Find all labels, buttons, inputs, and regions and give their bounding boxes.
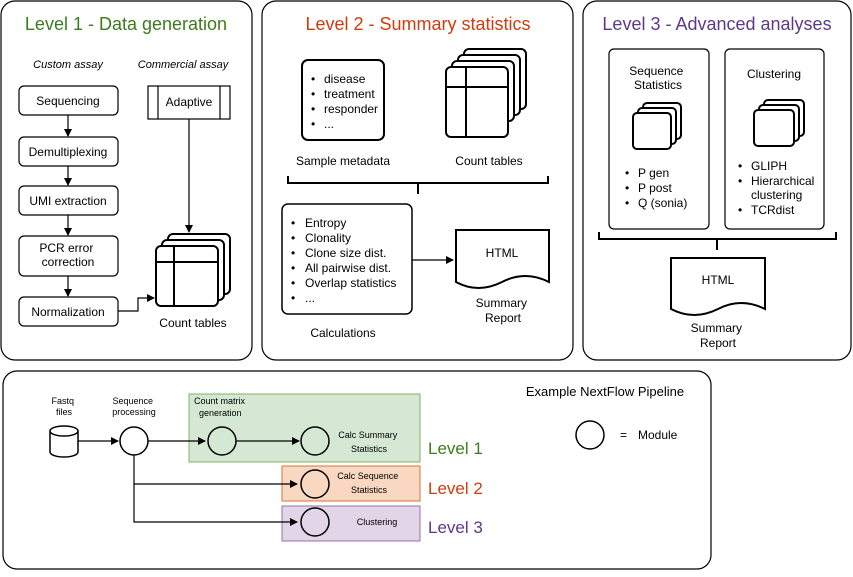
custom-assay-label: Custom assay xyxy=(33,59,104,71)
step-sequencing: Sequencing xyxy=(36,94,99,108)
calc-item: All pairwise dist. xyxy=(305,261,391,275)
svg-text:•: • xyxy=(311,117,315,131)
level3-title: Level 3 - Advanced analyses xyxy=(602,14,831,34)
level2-count-tables-icon xyxy=(445,48,527,138)
calculations-label: Calculations xyxy=(310,326,375,340)
seq-stats-list: • P gen • P post • Q (sonia) xyxy=(625,166,687,210)
legend-equals: = xyxy=(620,428,627,442)
clustering-list: • GLIPH • Hierarchical clustering • TCRd… xyxy=(738,159,818,217)
metadata-label: Sample metadata xyxy=(296,154,390,168)
pipeline-level3-label: Level 3 xyxy=(428,518,483,537)
seq-stats-item: P gen xyxy=(638,166,669,180)
step-pcr-error: PCR error correction xyxy=(39,241,96,269)
level3-report-label: Summary Report xyxy=(691,321,746,350)
level2-count-tables-label: Count tables xyxy=(455,154,522,168)
svg-text:•: • xyxy=(625,196,629,210)
svg-text:•: • xyxy=(625,166,629,180)
adaptive-label: Adaptive xyxy=(166,95,213,109)
calc-item: Clone size dist. xyxy=(305,246,386,260)
level2-title: Level 2 - Summary statistics xyxy=(305,14,530,34)
adaptive-box: Adaptive xyxy=(147,85,231,120)
metadata-item: disease xyxy=(324,72,366,86)
level2-panel: Level 2 - Summary statistics • disease •… xyxy=(261,0,574,361)
count-matrix-label: Count matrix generation xyxy=(194,396,248,418)
seq-processing-label: Sequence processing xyxy=(112,396,156,417)
metadata-item: responder xyxy=(324,102,378,116)
pipeline-level1-label: Level 1 xyxy=(428,439,483,458)
clustering-item: Hierarchical clustering xyxy=(751,174,818,202)
nextflow-pipeline-panel: Example NextFlow Pipeline Fastq files Se… xyxy=(2,370,712,570)
seq-stats-icon xyxy=(632,102,682,150)
metadata-item: ... xyxy=(324,117,334,131)
level1-title: Level 1 - Data generation xyxy=(25,14,227,34)
calc-summary-label: Calc Summary Statistics xyxy=(338,430,400,454)
clustering-title: Clustering xyxy=(747,67,801,81)
calc-sequence-label: Calc Sequence Statistics xyxy=(337,471,401,495)
level3-panel: Level 3 - Advanced analyses Sequence Sta… xyxy=(582,0,852,361)
svg-text:•: • xyxy=(291,261,295,275)
clustering-module xyxy=(300,507,330,537)
level1-count-tables-label: Count tables xyxy=(159,316,226,330)
step-normalization: Normalization xyxy=(31,305,104,319)
level3-html-doc: HTML xyxy=(670,257,766,316)
svg-text:•: • xyxy=(738,174,742,188)
pipeline-title: Example NextFlow Pipeline xyxy=(526,384,684,399)
legend-module-icon xyxy=(575,420,605,450)
seq-stats-title: Sequence Statistics xyxy=(629,64,686,92)
calc-item: Clonality xyxy=(305,231,351,245)
svg-text:•: • xyxy=(291,216,295,230)
calc-item: ... xyxy=(305,291,315,305)
svg-text:•: • xyxy=(291,276,295,290)
calc-item: Entropy xyxy=(305,216,346,230)
fastq-database-icon xyxy=(49,425,79,458)
clustering-module-label: Clustering xyxy=(357,517,398,527)
svg-text:•: • xyxy=(311,72,315,86)
seq-processing-module xyxy=(119,426,149,456)
svg-text:•: • xyxy=(291,291,295,305)
svg-text:•: • xyxy=(738,159,742,173)
level2-lane xyxy=(281,465,421,502)
step-umi-extraction: UMI extraction xyxy=(29,194,106,208)
seq-stats-item: Q (sonia) xyxy=(638,196,687,210)
level3-lane xyxy=(281,505,421,542)
clustering-item: GLIPH xyxy=(751,159,787,173)
commercial-assay-label: Commercial assay xyxy=(138,59,230,71)
svg-text:•: • xyxy=(625,181,629,195)
calc-item: Overlap statistics xyxy=(305,276,396,290)
svg-text:•: • xyxy=(311,102,315,116)
level2-html-label: HTML xyxy=(486,246,519,260)
seq-stats-item: P post xyxy=(638,181,672,195)
calc-sequence-module xyxy=(300,469,330,499)
svg-text:•: • xyxy=(291,246,295,260)
metadata-item: treatment xyxy=(324,87,375,101)
svg-text:•: • xyxy=(311,87,315,101)
legend-module-label: Module xyxy=(638,428,678,442)
svg-text:•: • xyxy=(738,203,742,217)
level2-report-label: Summary Report xyxy=(476,296,531,325)
clustering-item: TCRdist xyxy=(751,203,795,217)
level2-html-doc: HTML xyxy=(455,229,550,289)
pipeline-level2-label: Level 2 xyxy=(428,479,483,498)
calc-summary-module xyxy=(300,426,330,456)
fastq-label: Fastq files xyxy=(51,396,76,417)
step-demultiplexing: Demultiplexing xyxy=(29,145,108,159)
calculations-list: • Entropy • Clonality • Clone size dist.… xyxy=(291,216,396,305)
step-pcr-line2: correction xyxy=(42,255,95,269)
metadata-list: • disease • treatment • responder • ... xyxy=(311,72,378,131)
level1-panel: Level 1 - Data generation Custom assay C… xyxy=(0,0,253,361)
step-pcr-line1: PCR error xyxy=(39,241,93,255)
level1-count-tables-icon xyxy=(155,233,231,307)
svg-text:•: • xyxy=(291,231,295,245)
clustering-icon xyxy=(753,99,805,147)
level3-html-label: HTML xyxy=(702,273,735,287)
